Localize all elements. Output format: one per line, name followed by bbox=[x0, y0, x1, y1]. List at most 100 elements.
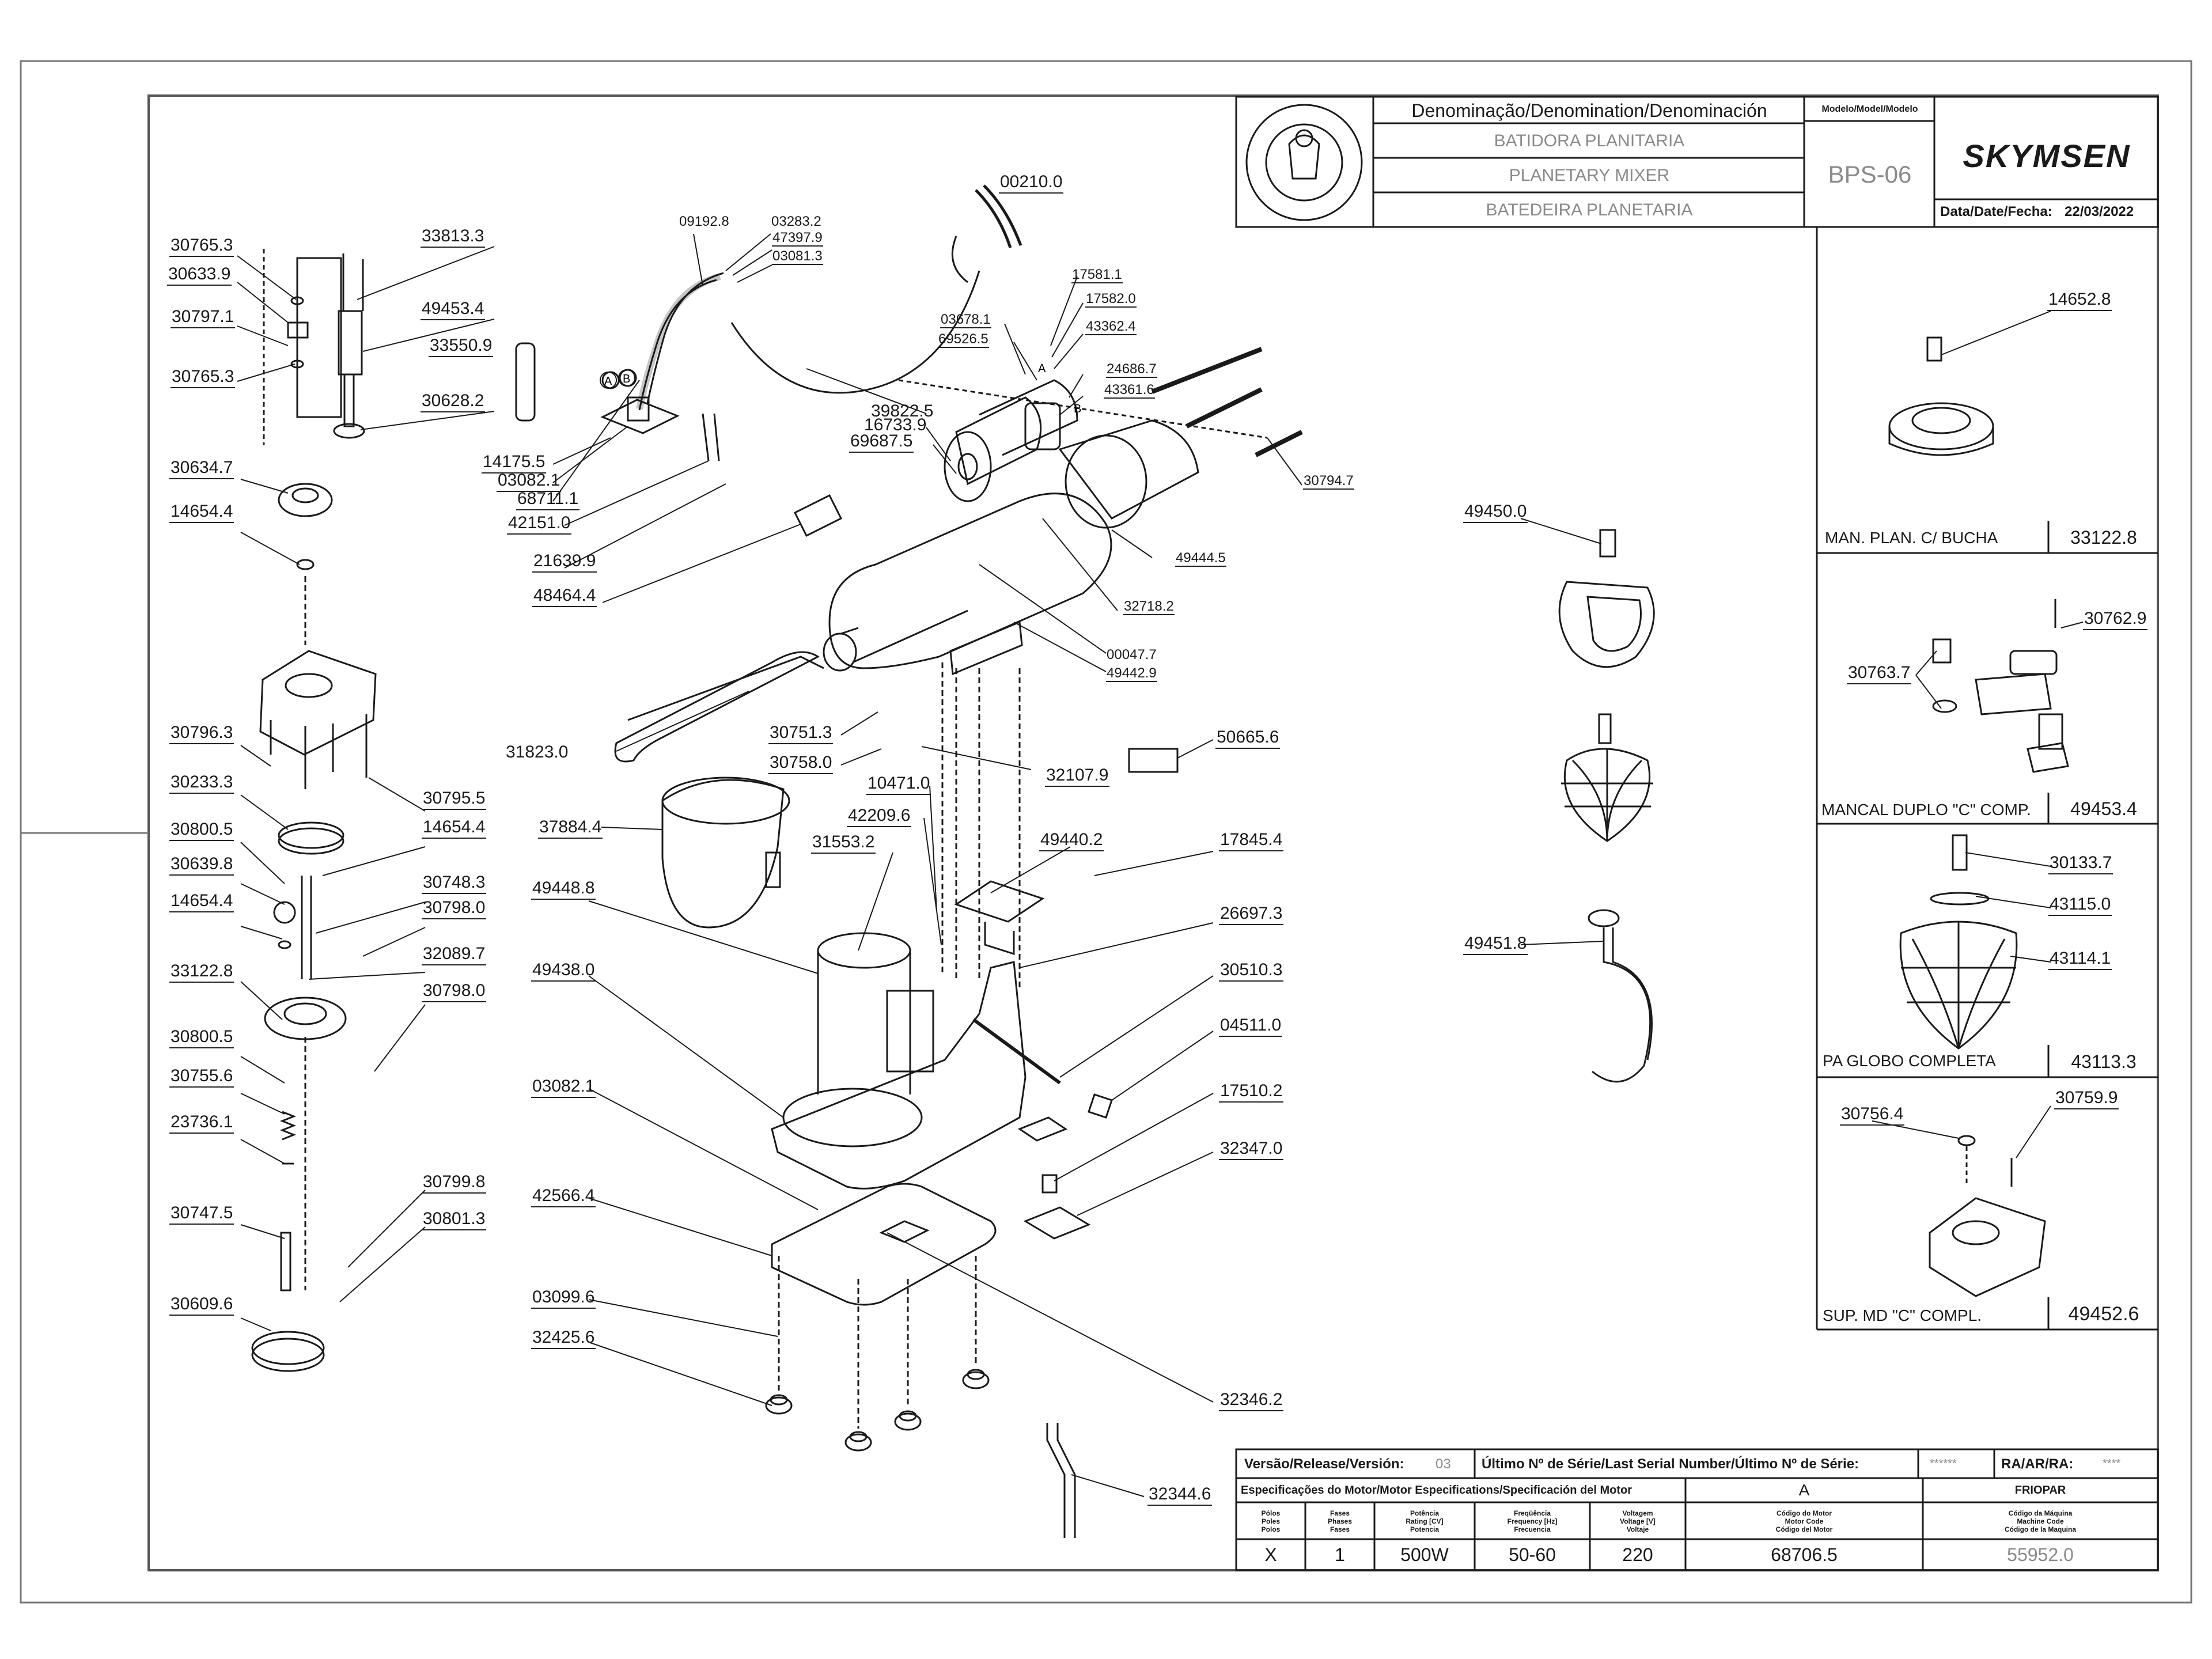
header-line: Rating [CV] bbox=[1406, 1517, 1444, 1525]
part-label: 30751.3 bbox=[768, 724, 834, 744]
part-label: 68711.1 bbox=[516, 490, 580, 510]
part-label: 30765.3 bbox=[171, 368, 236, 388]
part-label: 30794.7 bbox=[1303, 473, 1354, 490]
part-label: 00047.7 bbox=[1107, 647, 1157, 662]
denomination-header: Denominação/Denomination/Denominación bbox=[1411, 100, 1767, 121]
part-label: 49451.8 bbox=[1463, 934, 1528, 955]
header-line: Potencia bbox=[1410, 1525, 1439, 1533]
part-label: 16733.9 bbox=[864, 415, 927, 434]
part-label: 32425.6 bbox=[531, 1328, 596, 1349]
header-line: Frecuencia bbox=[1514, 1525, 1551, 1533]
part-label: 42209.6 bbox=[847, 806, 912, 827]
inset-code-manifold: 33122.8 bbox=[2070, 527, 2137, 548]
power-value: 500W bbox=[1400, 1544, 1449, 1565]
part-label: 30133.7 bbox=[2048, 854, 2113, 874]
part-label: 32346.2 bbox=[1219, 1391, 1284, 1411]
part-label: 03678.1 bbox=[940, 312, 991, 328]
part-label: 00210.0 bbox=[999, 173, 1064, 194]
product-name-en: PLANETARY MIXER bbox=[1509, 166, 1670, 185]
part-label: 43115.0 bbox=[2048, 895, 2112, 916]
phases-value: 1 bbox=[1335, 1544, 1345, 1565]
part-label: 03283.2 bbox=[771, 214, 821, 229]
inset-caption-support: SUP. MD "C" COMPL. bbox=[1823, 1306, 1982, 1324]
part-label: 32718.2 bbox=[1123, 599, 1175, 615]
part-label: 48464.4 bbox=[532, 586, 597, 607]
version-label: Versão/Release/Versión: bbox=[1244, 1456, 1404, 1472]
part-label: 03099.6 bbox=[531, 1288, 596, 1309]
part-label: 30747.5 bbox=[169, 1204, 234, 1225]
part-label: 50665.6 bbox=[1215, 728, 1281, 749]
header-line: Pólos bbox=[1261, 1509, 1281, 1517]
voltage-value: 220 bbox=[1622, 1544, 1653, 1565]
part-label: 14654.4 bbox=[169, 892, 234, 912]
part-label: 37884.4 bbox=[538, 818, 603, 839]
header-line: Polos bbox=[1261, 1525, 1281, 1533]
part-label: 14652.8 bbox=[2047, 290, 2112, 311]
part-label: 23736.1 bbox=[169, 1113, 234, 1134]
part-label: 32089.7 bbox=[422, 945, 487, 965]
part-label: 30639.8 bbox=[169, 855, 234, 876]
header-line: Código da Máquina bbox=[2008, 1509, 2073, 1517]
part-label: 32344.6 bbox=[1147, 1485, 1213, 1506]
part-label: 14175.5 bbox=[482, 453, 547, 474]
header-line: Código del Motor bbox=[1775, 1525, 1833, 1533]
part-label: 03082.1 bbox=[531, 1077, 596, 1098]
part-label: 49444.5 bbox=[1175, 550, 1226, 567]
part-label: 30797.1 bbox=[171, 308, 236, 328]
part-label: 30755.6 bbox=[169, 1067, 234, 1088]
ra-label: RA/AR/RA: bbox=[2001, 1456, 2074, 1472]
part-label: 17845.4 bbox=[1219, 831, 1284, 851]
part-label: 03082.1 bbox=[497, 471, 562, 492]
part-label: 30759.9 bbox=[2054, 1089, 2119, 1109]
model-number: BPS-06 bbox=[1828, 161, 1912, 188]
part-label: 30633.9 bbox=[167, 265, 232, 286]
part-label: 04511.0 bbox=[1219, 1016, 1283, 1037]
part-label: 42566.4 bbox=[531, 1187, 596, 1207]
product-name-pt: BATEDEIRA PLANETARIA bbox=[1486, 200, 1693, 219]
header-line: Frequency [Hz] bbox=[1507, 1517, 1558, 1525]
part-label: 21639.9 bbox=[532, 552, 597, 573]
part-label: 30758.0 bbox=[768, 753, 834, 774]
header-line: Motor Code bbox=[1785, 1517, 1824, 1525]
frequency-value: 50-60 bbox=[1509, 1544, 1556, 1565]
revision-date: 22/03/2022 bbox=[2065, 204, 2134, 219]
header-line: Voltaje bbox=[1626, 1525, 1649, 1533]
part-label: 30798.0 bbox=[422, 982, 487, 1002]
part-label: 43362.4 bbox=[1085, 319, 1137, 335]
part-label: 69687.5 bbox=[849, 432, 914, 453]
part-label: 49450.0 bbox=[1463, 502, 1528, 523]
part-label: 30796.3 bbox=[169, 724, 234, 744]
header-line: Fases bbox=[1330, 1509, 1350, 1517]
part-label: 32107.9 bbox=[1045, 766, 1110, 787]
machine-code-value: 55952.0 bbox=[2007, 1544, 2074, 1565]
part-label: 30795.5 bbox=[422, 789, 487, 810]
header-line: Voltage [V] bbox=[1620, 1517, 1656, 1525]
part-label: 32347.0 bbox=[1219, 1139, 1284, 1160]
part-label: 14654.4 bbox=[422, 818, 487, 839]
part-label: 30634.7 bbox=[169, 459, 234, 479]
header-line: Voltagem bbox=[1622, 1509, 1653, 1517]
header-line: Phases bbox=[1327, 1517, 1353, 1525]
part-label: 30801.3 bbox=[422, 1210, 487, 1230]
motor-letter: A bbox=[1798, 1481, 1810, 1499]
poles-value: X bbox=[1264, 1544, 1277, 1565]
part-label: 47397.9 bbox=[772, 230, 823, 247]
header-line: Código de la Maquina bbox=[2004, 1525, 2076, 1533]
svg-text:B: B bbox=[623, 373, 630, 385]
part-label: 30628.2 bbox=[421, 392, 486, 412]
brand-logo: SKYMSEN bbox=[1963, 137, 2131, 174]
motor-code-value: 68706.5 bbox=[1771, 1544, 1838, 1565]
part-label: 17582.0 bbox=[1085, 291, 1137, 308]
part-label: 30748.3 bbox=[422, 873, 487, 894]
part-label: 10471.0 bbox=[866, 774, 931, 795]
part-label: 33813.3 bbox=[421, 227, 486, 248]
part-label: 69526.5 bbox=[938, 331, 989, 348]
part-label: 30762.9 bbox=[2083, 609, 2148, 630]
maker-name: FRIOPAR bbox=[2014, 1483, 2066, 1497]
